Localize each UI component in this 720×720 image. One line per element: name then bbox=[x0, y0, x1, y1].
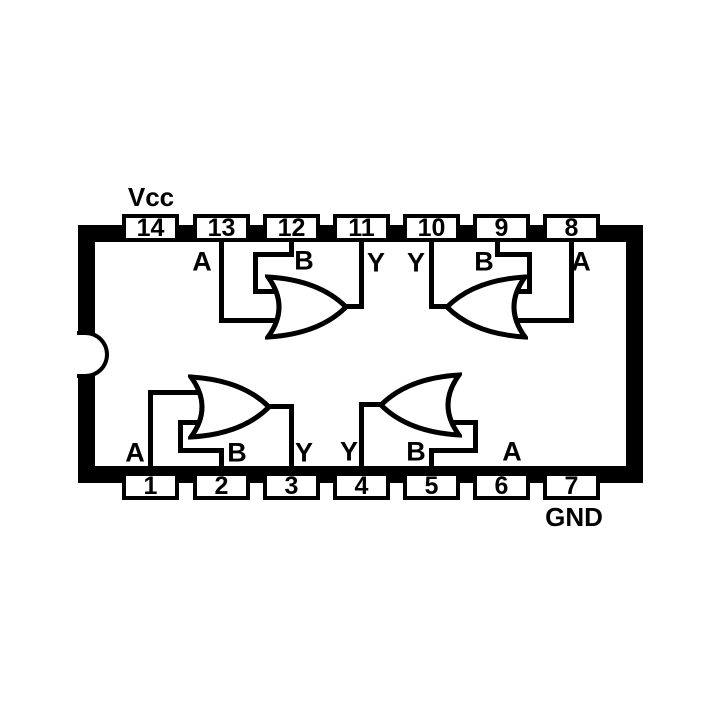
wire bbox=[449, 420, 478, 425]
wire bbox=[495, 252, 532, 257]
wire bbox=[253, 252, 294, 257]
pin-10: 10 bbox=[403, 214, 460, 242]
wire bbox=[569, 240, 574, 323]
wire bbox=[264, 404, 294, 409]
wire bbox=[219, 318, 281, 323]
wire bbox=[289, 240, 294, 257]
wire bbox=[527, 252, 532, 294]
gate1-input-a-label: A bbox=[192, 246, 212, 277]
wire bbox=[429, 448, 478, 453]
wire bbox=[359, 402, 384, 407]
wire bbox=[219, 240, 224, 323]
wire bbox=[178, 420, 183, 453]
gate4-output-y-label: Y bbox=[339, 436, 359, 467]
wire bbox=[178, 448, 224, 453]
wire bbox=[429, 448, 434, 474]
wire bbox=[508, 318, 574, 323]
gate1-input-b-label: B bbox=[294, 245, 314, 276]
gate3-input-a-label: A bbox=[125, 437, 145, 468]
wire bbox=[473, 420, 478, 453]
wire bbox=[253, 252, 258, 294]
pin-4: 4 bbox=[333, 472, 390, 500]
gate3-input-b-label: B bbox=[227, 437, 247, 468]
gate4-input-a-label: A bbox=[502, 436, 522, 467]
pin-12: 12 bbox=[263, 214, 320, 242]
gate2-output-y-label: Y bbox=[406, 247, 426, 278]
wire bbox=[219, 448, 224, 474]
wire bbox=[359, 402, 364, 474]
pin-9: 9 bbox=[473, 214, 530, 242]
or-gate-4 bbox=[378, 372, 462, 438]
or-gate-2 bbox=[444, 274, 528, 340]
wire bbox=[508, 289, 532, 294]
pin-11: 11 bbox=[333, 214, 390, 242]
gate1-output-y-label: Y bbox=[366, 247, 386, 278]
gate2-input-a-label: A bbox=[571, 246, 591, 277]
gate3-output-y-label: Y bbox=[294, 437, 314, 468]
pin-8: 8 bbox=[543, 214, 600, 242]
gate2-input-b-label: B bbox=[474, 246, 494, 277]
or-gate-1 bbox=[265, 274, 349, 340]
wire bbox=[429, 304, 450, 309]
or-gate-3 bbox=[188, 374, 272, 440]
pin-6: 6 bbox=[473, 472, 530, 500]
wire bbox=[429, 240, 434, 309]
gate4-input-b-label: B bbox=[406, 436, 426, 467]
wire bbox=[148, 390, 153, 474]
wire bbox=[289, 404, 294, 474]
wire bbox=[359, 240, 364, 309]
pin-5: 5 bbox=[403, 472, 460, 500]
pin-1: 1 bbox=[122, 472, 179, 500]
pin-2: 2 bbox=[193, 472, 250, 500]
wire bbox=[253, 289, 278, 294]
gnd-label: GND bbox=[545, 502, 603, 532]
pin-14: 14 bbox=[122, 214, 179, 242]
pin-3: 3 bbox=[263, 472, 320, 500]
pin-13: 13 bbox=[193, 214, 250, 242]
wire bbox=[495, 240, 500, 257]
pin-7: 7 bbox=[543, 472, 600, 500]
wire bbox=[342, 304, 364, 309]
vcc-label: Vcc bbox=[127, 182, 175, 212]
wire bbox=[178, 420, 203, 425]
wire bbox=[148, 390, 203, 395]
